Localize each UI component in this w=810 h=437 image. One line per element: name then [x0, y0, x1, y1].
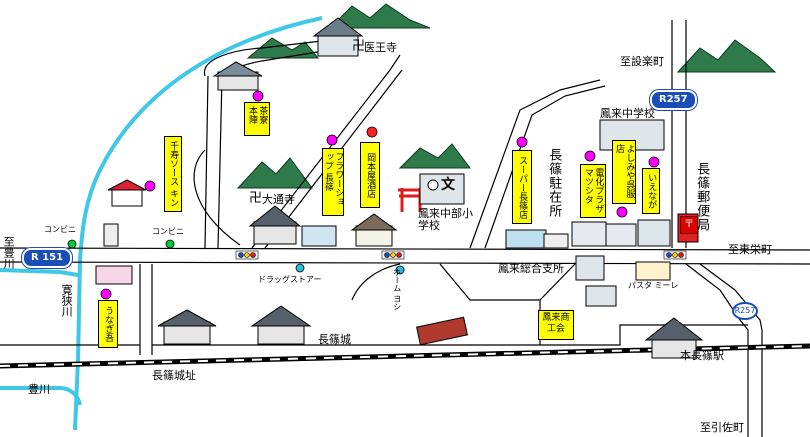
label-drugstore: ドラッグストアー [258, 275, 322, 284]
rivers [0, 16, 323, 431]
label-post-office: 長篠郵便局 [694, 162, 710, 232]
label-horai-jhs: 鳳来中学校 [600, 107, 655, 120]
shop-shokokai: 鳳来商工会 [538, 310, 574, 340]
label-toyokawa-river: 豊川 [28, 383, 50, 396]
shop-flower: フラワーショップ 長篠 [322, 148, 344, 216]
label-school: 鳳来中部小学校 [418, 207, 473, 233]
label-sogo-shisho: 鳳来総合支所 [498, 262, 564, 275]
label-ioji: 医王寺 [364, 41, 397, 54]
label-to-shitara: 至設楽町 [620, 55, 664, 68]
route-257-badge-top: R257 [650, 90, 697, 110]
shop-super: スーパー長篠店 [512, 150, 532, 224]
temple-icon: 卍 [352, 39, 366, 54]
buildings [95, 17, 704, 359]
shop-denka: 電化プラザ マツシタ [580, 164, 606, 218]
label-hon-nagashino-station: 本長篠駅 [680, 349, 724, 362]
shop-okamoto: 岡本屋酒店 [360, 142, 380, 208]
label-to-toeiko: 至東栄町 [728, 243, 772, 256]
label-pasta: パスタ ミーレ [628, 281, 679, 290]
traffic-lights [235, 250, 687, 260]
shop-senju: 千寿ソース キン [164, 136, 182, 212]
label-police-box: 長篠駐在所 [546, 148, 562, 218]
post-office-icon: 〒 [680, 216, 698, 234]
shop-ienaga: いえなが [642, 168, 660, 214]
label-home-yoshi: ホーム ヨシ [392, 268, 402, 311]
label-convenience-mid: コンビニ [152, 227, 184, 236]
mountains [236, 3, 777, 189]
label-convenience-left: コンビニ [44, 225, 76, 234]
shop-yoshimiya: よしみや呉服店 [612, 140, 636, 204]
temple-icon: 卍 [249, 191, 263, 206]
label-nagashino-castle: 長篠城 [318, 333, 351, 346]
route-257-badge-side: R257 [732, 302, 758, 320]
map-pins [67, 90, 660, 300]
shop-unagi: うなぎ吾 [98, 300, 118, 348]
route-151-badge: R 151 [22, 248, 73, 268]
label-castle-ruins: 長篠城址 [152, 369, 196, 382]
school-icon: 文 [441, 177, 455, 193]
label-to-toyokawa: 至豊川 [2, 236, 16, 269]
label-kanpuku-river: 寛狭川 [60, 284, 74, 317]
shop-chakura: 茶寮 本陣 [244, 102, 270, 136]
label-to-hikisa: 至引佐町 [700, 421, 744, 434]
label-otoriji: 大通寺 [262, 193, 295, 206]
